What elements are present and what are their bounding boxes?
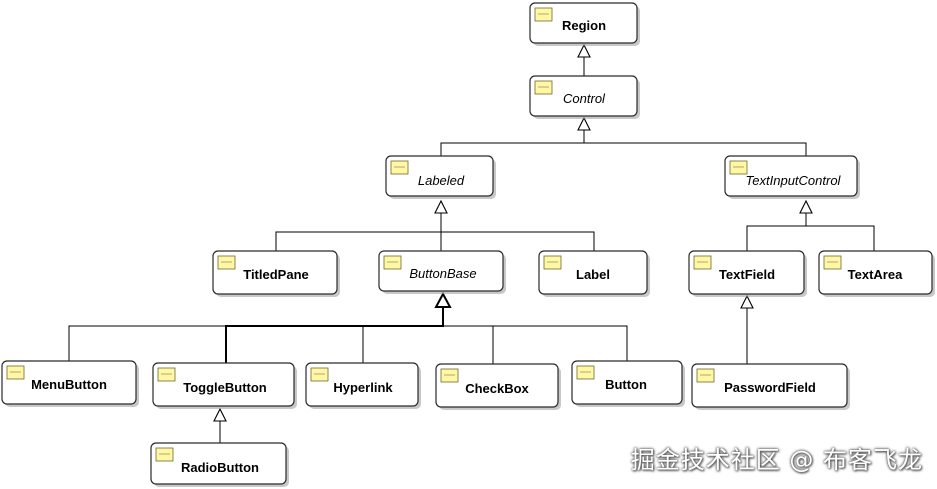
inheritance-edges bbox=[68, 57, 875, 443]
arrowhead-textfield bbox=[740, 294, 754, 309]
class-name-label: Label bbox=[576, 267, 610, 282]
class-icon bbox=[155, 447, 174, 462]
class-box-menubutton[interactable]: MenuButton bbox=[1, 360, 139, 407]
class-box-region[interactable]: Region bbox=[529, 2, 640, 46]
class-box-textfield[interactable]: TextField bbox=[688, 250, 807, 297]
class-box-button[interactable]: Button bbox=[571, 360, 685, 407]
class-name-passwordfield: PasswordField bbox=[724, 380, 816, 395]
class-box-control[interactable]: Control bbox=[529, 75, 640, 119]
class-name-button: Button bbox=[605, 377, 647, 392]
class-icon bbox=[543, 255, 562, 270]
class-icon bbox=[383, 255, 402, 270]
arrowhead-control bbox=[577, 116, 591, 131]
class-icon bbox=[823, 255, 842, 270]
class-name-togglebutton: ToggleButton bbox=[183, 380, 267, 395]
class-box-textarea[interactable]: TextArea bbox=[818, 250, 935, 297]
class-icon bbox=[217, 255, 236, 270]
class-name-control: Control bbox=[563, 91, 606, 106]
class-icon bbox=[310, 367, 329, 382]
inheritance-arrowheads bbox=[213, 43, 813, 422]
edge-labeled-children-bus bbox=[275, 231, 595, 251]
class-box-passwordfield[interactable]: PasswordField bbox=[691, 363, 850, 410]
class-name-textarea: TextArea bbox=[848, 267, 903, 282]
edge-buttonbase-children-bus-bold bbox=[225, 307, 444, 363]
edge-buttonbase-children-bus-left bbox=[68, 325, 226, 361]
class-name-checkbox: CheckBox bbox=[465, 381, 529, 396]
class-icon bbox=[693, 255, 712, 270]
class-box-buttonbase[interactable]: ButtonBase bbox=[378, 250, 506, 294]
watermark: 掘金技术社区 @ 布客飞龙 bbox=[630, 446, 923, 474]
class-icon bbox=[729, 160, 748, 175]
class-box-titledpane[interactable]: TitledPane bbox=[212, 250, 340, 297]
class-name-menubutton: MenuButton bbox=[31, 377, 107, 392]
class-name-radiobutton: RadioButton bbox=[181, 460, 259, 475]
edge-textinput-children-bus bbox=[746, 225, 875, 251]
class-name-textinputcontrol: TextInputControl bbox=[746, 173, 842, 188]
arrowhead-textinputcontrol bbox=[799, 199, 813, 214]
class-icon bbox=[157, 367, 176, 382]
class-box-hyperlink[interactable]: Hyperlink bbox=[305, 362, 421, 409]
class-icon bbox=[534, 7, 553, 22]
class-icon bbox=[696, 368, 715, 383]
edge-labeled-control bbox=[440, 142, 807, 156]
arrowhead-region bbox=[577, 43, 591, 58]
class-name-labeled: Labeled bbox=[418, 173, 465, 188]
class-box-textinputcontrol[interactable]: TextInputControl bbox=[724, 155, 860, 199]
arrowhead-buttonbase bbox=[434, 291, 452, 308]
class-name-buttonbase: ButtonBase bbox=[409, 266, 476, 281]
class-icon bbox=[440, 368, 459, 383]
class-icon bbox=[576, 365, 595, 380]
class-box-checkbox[interactable]: CheckBox bbox=[435, 363, 561, 410]
class-name-hyperlink: Hyperlink bbox=[333, 380, 393, 395]
arrowhead-labeled bbox=[434, 199, 448, 214]
class-box-togglebutton[interactable]: ToggleButton bbox=[152, 362, 297, 409]
class-box-label[interactable]: Label bbox=[538, 250, 650, 297]
edge-buttonbase-children-bus-right bbox=[443, 325, 628, 361]
class-icon bbox=[6, 365, 25, 380]
class-name-region: Region bbox=[562, 18, 606, 33]
class-name-textfield: TextField bbox=[719, 267, 775, 282]
class-box-labeled[interactable]: Labeled bbox=[385, 155, 496, 199]
class-icon bbox=[390, 160, 409, 175]
class-icon bbox=[534, 80, 553, 95]
class-box-radiobutton[interactable]: RadioButton bbox=[150, 442, 289, 487]
arrowhead-togglebutton bbox=[213, 407, 227, 422]
class-name-titledpane: TitledPane bbox=[243, 267, 309, 282]
